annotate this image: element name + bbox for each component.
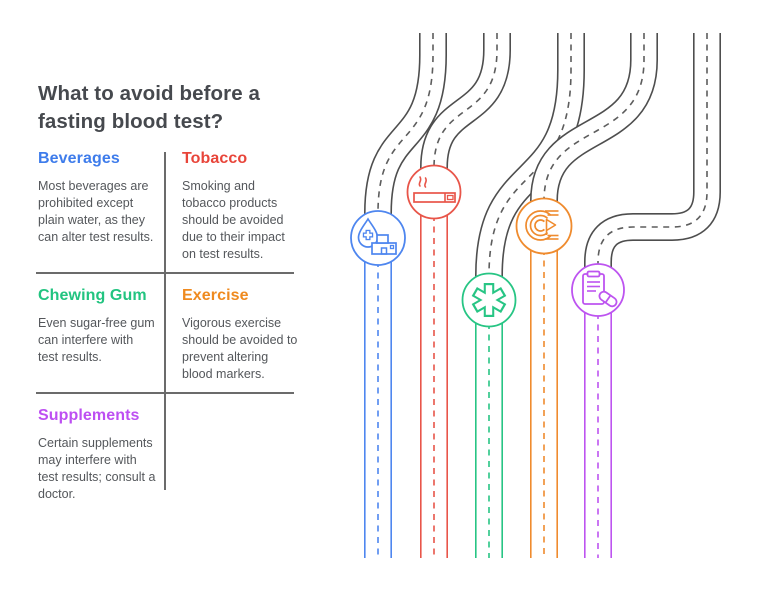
lane-chewing_gum-node [461,272,517,328]
section-heading-beverages: Beverages [38,150,120,167]
section-supplements: Supplements Certain supplements may inte… [38,407,176,503]
section-body-chewing-gum: Even sugar-free gum can interfere with t… [38,316,155,364]
section-heading-tobacco: Tobacco [182,150,248,167]
gauge-chart-icon [525,210,559,241]
colored-roads [364,192,612,558]
lane-nodes [350,164,625,328]
section-body-beverages: Most beverages are prohibited except pla… [38,179,154,244]
section-body-exercise: Vigorous exercise should be avoided to p… [182,316,298,381]
section-heading-supplements: Supplements [38,407,140,424]
section-body-supplements: Certain supplements may interfere with t… [38,436,156,501]
page-title: What to avoid before a fasting blood tes… [38,82,261,133]
grid-divider-vertical [164,152,166,490]
section-chewing-gum: Chewing Gum Even sugar-free gum can inte… [38,287,176,366]
gray-roads [364,33,721,300]
section-beverages: Beverages Most beverages are prohibited … [38,150,176,246]
star-of-life-icon [471,283,507,317]
grid-divider-horizontal-2 [36,392,294,394]
lane-beverages-approach-road [364,33,447,238]
lane-exercise-node [515,197,573,255]
lane-tobacco-approach-road [420,33,511,192]
cigarette-icon [413,176,456,203]
lane-exercise-approach-road [530,33,658,226]
section-heading-chewing-gum: Chewing Gum [38,287,147,304]
section-exercise: Exercise Vigorous exercise should be avo… [182,287,320,383]
lane-supplements-node [571,263,625,317]
lane-beverages-node [350,210,406,266]
grid-divider-horizontal-1 [36,272,294,274]
lane-supplements-approach-road [584,33,721,290]
prescription-pill-icon [582,270,618,308]
section-body-tobacco: Smoking and tobacco products should be a… [182,179,285,261]
lane-chewing_gum-approach-road [475,33,585,300]
water-drop-hospital-icon [357,217,397,255]
lane-tobacco-node [406,164,462,220]
section-tobacco: Tobacco Smoking and tobacco products sho… [182,150,320,263]
section-heading-exercise: Exercise [182,287,249,304]
